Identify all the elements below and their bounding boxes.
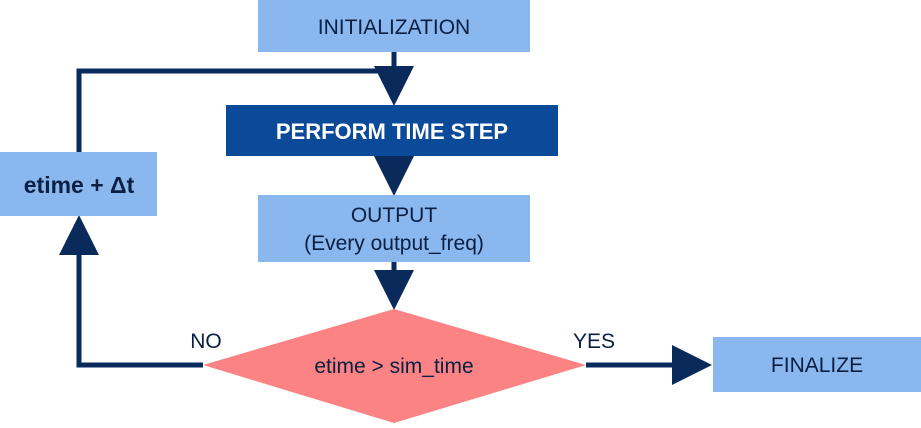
output-box <box>258 195 530 262</box>
output-label-line1: OUTPUT <box>351 204 438 227</box>
decision-diamond <box>203 309 586 423</box>
arrow-no-to-increment <box>59 215 203 368</box>
node-decision: etime > sim_time <box>203 309 586 423</box>
node-output: OUTPUT (Every output_freq) <box>258 195 530 262</box>
finalize-label: FINALIZE <box>771 354 863 377</box>
finalize-box <box>713 337 921 392</box>
node-finalize: FINALIZE <box>713 337 921 392</box>
loop-back-line <box>76 68 394 152</box>
perform-time-step-box <box>226 105 558 156</box>
perform-time-step-label: PERFORM TIME STEP <box>276 119 508 144</box>
node-perform-time-step: PERFORM TIME STEP <box>226 105 558 156</box>
yes-edge-label: YES <box>573 330 615 353</box>
node-initialization: INITIALIZATION <box>258 0 530 52</box>
node-increment: etime + Δt <box>0 152 157 216</box>
no-edge-label: NO <box>190 330 222 353</box>
initialization-box <box>258 0 530 52</box>
output-label-line2: (Every output_freq) <box>304 232 484 255</box>
connectors <box>59 52 712 385</box>
increment-box <box>0 152 157 216</box>
increment-label: etime + Δt <box>24 172 135 198</box>
initialization-label: INITIALIZATION <box>318 16 470 39</box>
decision-label: etime > sim_time <box>314 355 473 378</box>
